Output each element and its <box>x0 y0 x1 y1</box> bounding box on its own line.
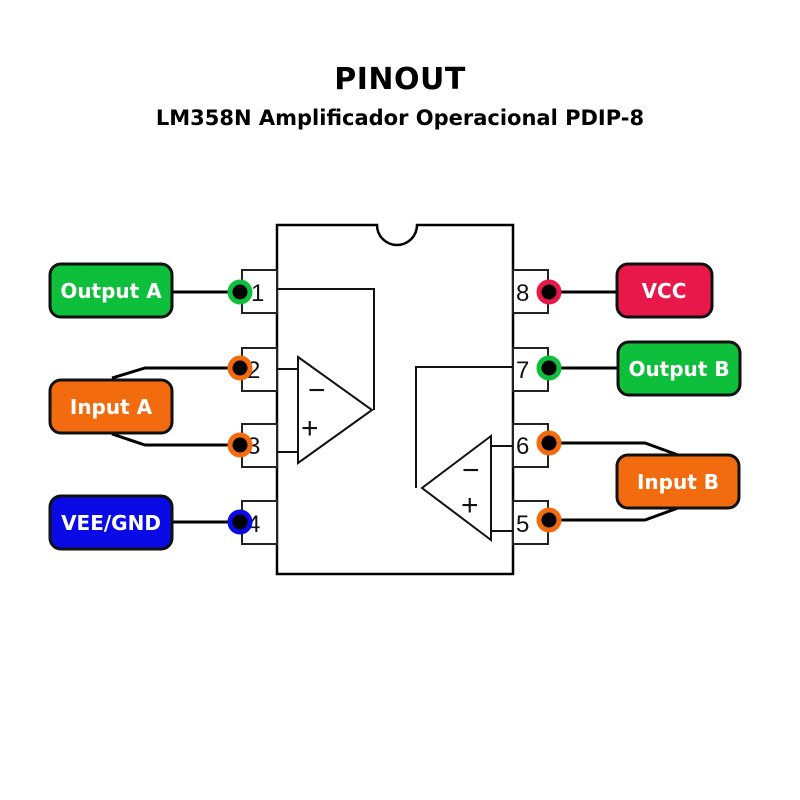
badge-input-b-text: Input B <box>637 470 719 494</box>
wire-input-a-pin3 <box>111 432 240 447</box>
wire-input-b-pin5 <box>550 506 679 522</box>
opamp-a-plus: + <box>301 412 319 445</box>
pin-dot-2[interactable] <box>227 355 253 381</box>
badge-input-a[interactable]: Input A <box>48 378 174 435</box>
opamp-b-feedback <box>415 366 513 488</box>
pin-dots <box>227 279 562 535</box>
pin-dot-3[interactable] <box>227 432 253 458</box>
opamp-b-triangle <box>420 433 492 543</box>
left-pin-boxes <box>241 269 278 545</box>
opamp-a <box>277 288 375 465</box>
badge-vee-gnd[interactable]: VEE/GND <box>48 494 174 551</box>
pin-number-6: 6 <box>516 433 529 460</box>
pin-dot-6[interactable] <box>536 430 562 456</box>
wire-input-b-pin6 <box>550 441 679 457</box>
pin-number-1: 1 <box>251 280 264 307</box>
pin-dot-1[interactable] <box>227 279 253 305</box>
badge-input-b[interactable]: Input B <box>615 453 741 510</box>
connector-wires <box>111 290 679 524</box>
badge-output-a-text: Output A <box>60 279 162 303</box>
pin-dot-4[interactable] <box>227 509 253 535</box>
page-title: PINOUT <box>334 62 466 97</box>
pin-number-8: 8 <box>516 280 529 307</box>
badge-vcc[interactable]: VCC <box>615 262 714 319</box>
opamp-a-minus: − <box>308 374 326 407</box>
opamp-a-triangle <box>297 355 374 465</box>
badge-output-a[interactable]: Output A <box>48 262 174 319</box>
pin-dot-7[interactable] <box>536 355 562 381</box>
pin-dot-8[interactable] <box>536 279 562 305</box>
badge-vee-gnd-text: VEE/GND <box>61 511 161 535</box>
opamp-b-minus: − <box>462 454 480 487</box>
page-subtitle: LM358N Amplificador Operacional PDIP-8 <box>155 106 645 130</box>
wire-input-a-pin2 <box>111 366 240 380</box>
badge-input-a-text: Input A <box>70 395 153 419</box>
opamp-b <box>415 366 513 543</box>
badge-output-b[interactable]: Output B <box>616 340 742 397</box>
badge-output-b-text: Output B <box>628 357 729 381</box>
right-pin-boxes <box>512 269 549 545</box>
pin-dot-5[interactable] <box>536 507 562 533</box>
pin-number-5: 5 <box>516 511 529 538</box>
opamp-b-plus: + <box>461 489 479 522</box>
badge-vcc-text: VCC <box>642 279 687 303</box>
opamp-a-feedback <box>277 288 375 410</box>
pin-box-5 <box>512 500 549 545</box>
pin-number-7: 7 <box>516 357 529 384</box>
